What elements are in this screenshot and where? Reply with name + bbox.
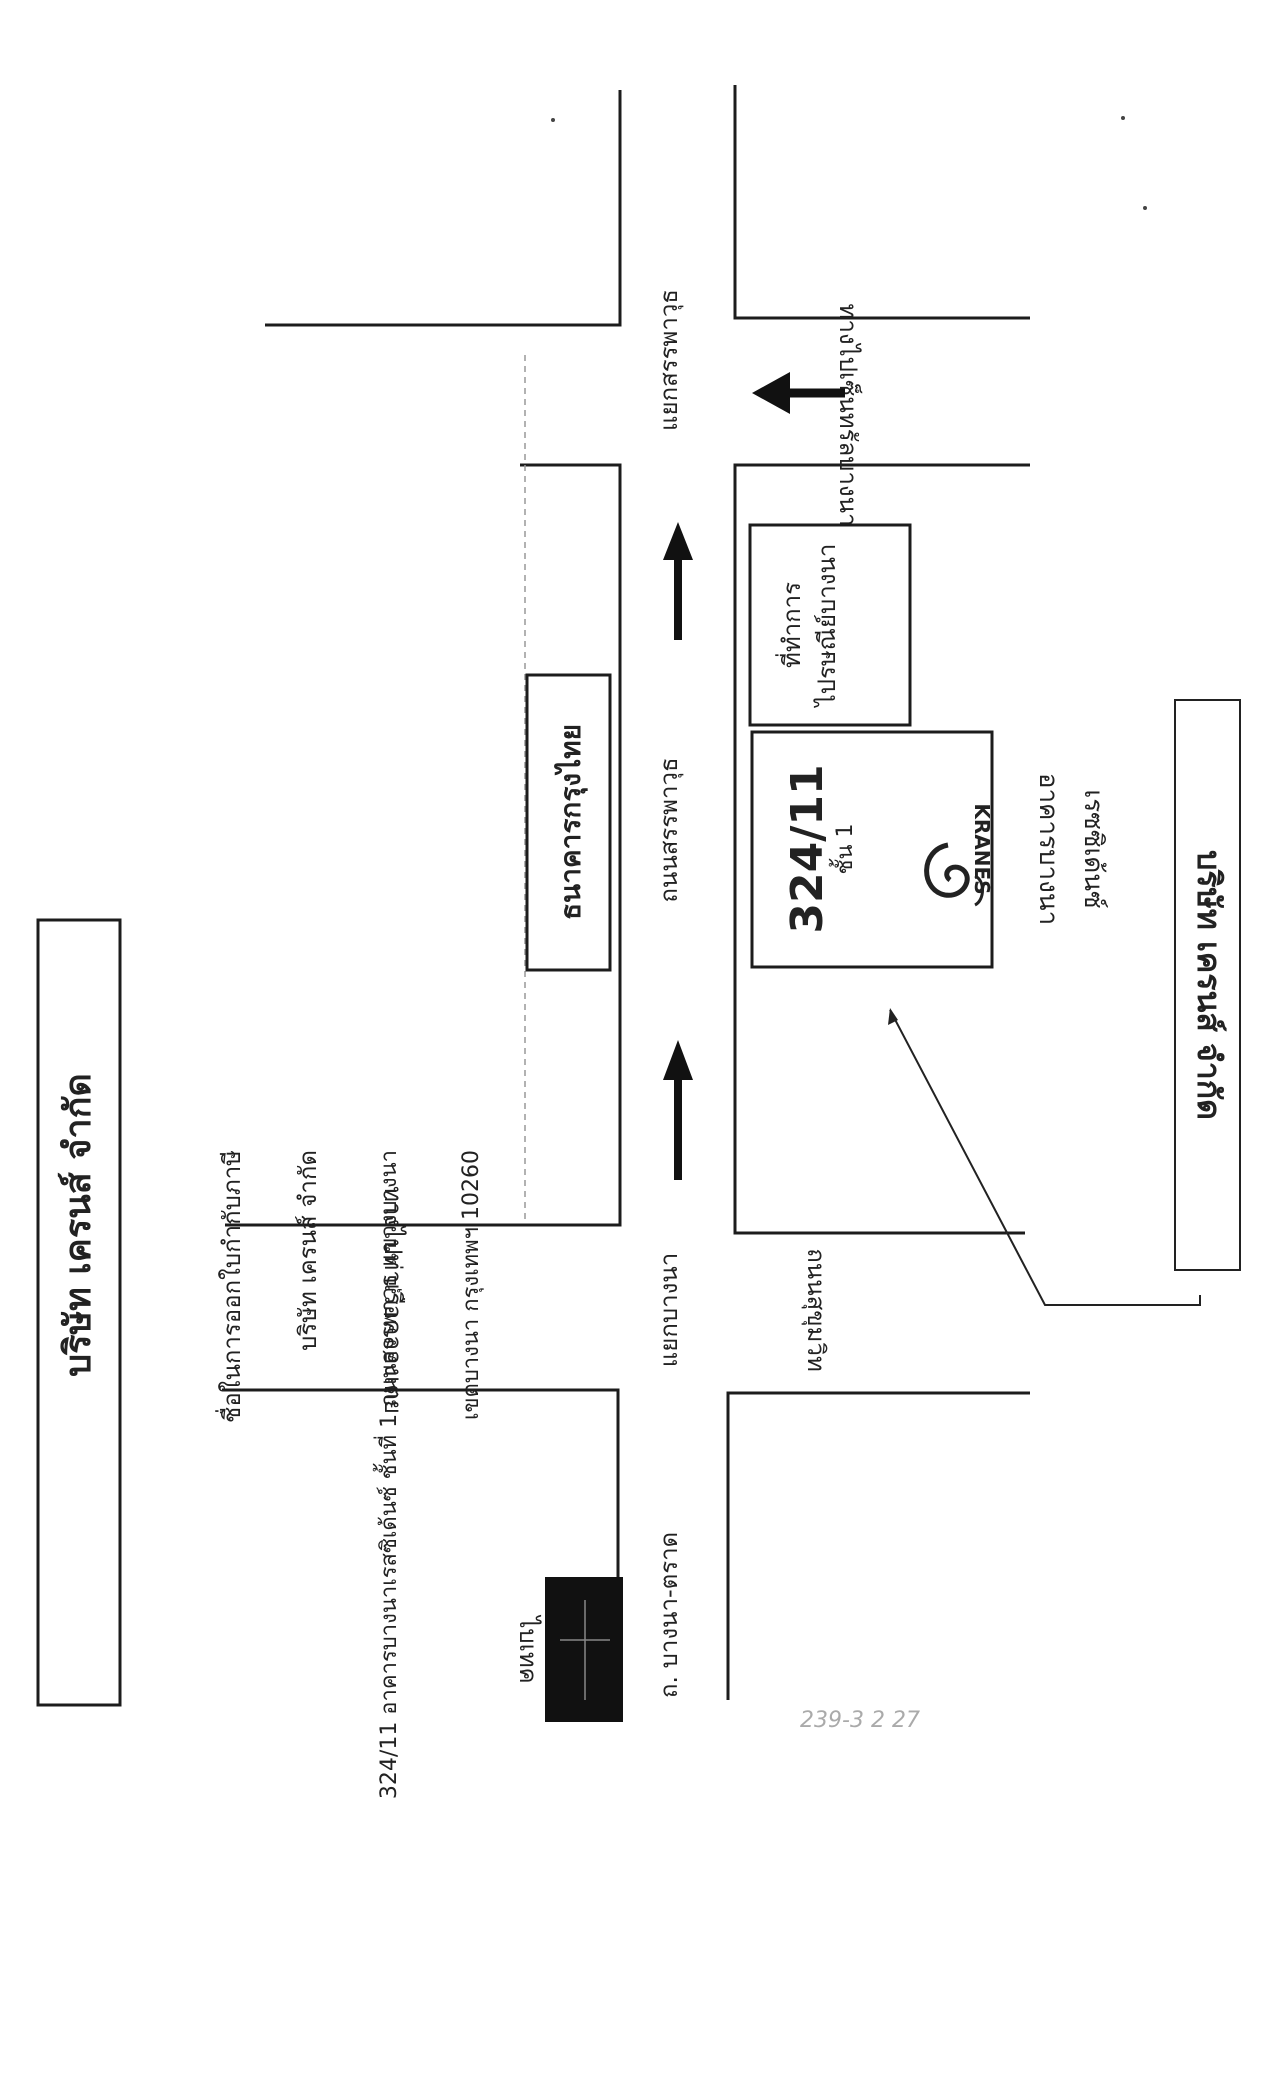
- sanphawut-road-label: ถนนสรรพาวุธ: [655, 757, 684, 902]
- building-line2: เรซซิเด้นซ์: [1078, 789, 1108, 908]
- building-line1: อาคารบางนา: [1033, 773, 1063, 925]
- company-sign-box: [1174, 699, 1241, 1271]
- block-top-left: [265, 90, 622, 327]
- arrow-up-icon: [663, 522, 693, 640]
- bangna-junction-label: แยกบางนา: [655, 1253, 683, 1367]
- handwritten-note: 239-3 2 27: [800, 1708, 920, 1733]
- block-top-right: [733, 85, 1030, 320]
- sukhumvit-label: ถนนสุขุมวิท: [801, 1248, 830, 1372]
- tax-invoice-address-line1: 324/11 อาคารบางนาเรสซิเด้นซ์ ชั้นที่ 1 ถ…: [373, 1150, 402, 1799]
- bitec-building: [545, 1577, 623, 1722]
- pointer-line: [889, 1009, 1201, 1306]
- bank-box: [525, 673, 612, 972]
- central-bangna-label: ทางไปเซ็นทรัลบางนา: [834, 304, 863, 527]
- company-sign-label: บริษัท เครนส์ จำกัด: [1190, 850, 1228, 1120]
- road-network: [222, 85, 1030, 1708]
- logo-text: KRANES: [970, 803, 994, 894]
- company-title: บริษัท เครนส์ จำกัด: [57, 1073, 99, 1377]
- tax-invoice-heading: ชื่อในการออกใบกำกับภาษี: [215, 1150, 246, 1423]
- post-office-box: [748, 523, 912, 727]
- office-floor: ชั้น 1: [829, 824, 858, 875]
- tax-invoice-company: บริษัท เครนส์ จำกัด: [294, 1150, 322, 1351]
- kranes-office-box: [750, 730, 994, 969]
- bangna-trat-label: ถ. บางนา-ตราด: [655, 1532, 683, 1698]
- post-office-line1: ที่ทำการ: [775, 582, 806, 668]
- pointer-arrowhead: [888, 1008, 898, 1025]
- block-bottom-right: [726, 1391, 1030, 1700]
- tax-invoice-address-line2: เขตบางนา กรุงเทพฯ 10260: [459, 1150, 484, 1420]
- bitec-texture: [560, 1600, 610, 1700]
- company-title-box: [36, 918, 122, 1707]
- sanphawut-junction-label: แยกสรรพาวุธ: [655, 289, 684, 431]
- block-middle-left: [225, 463, 622, 1227]
- post-office-line2: ไปรษณีย์บางนา: [813, 544, 841, 709]
- office-number: 324/11: [782, 764, 833, 933]
- tax-invoice-block: ชื่อในการออกใบกำกับภาษี บริษัท เครนส์ จำ…: [215, 1150, 484, 1799]
- khlong-toei-port-label: ทางไปท่าเรือคลองเตย: [379, 1186, 407, 1414]
- arrow-up-icon: [663, 1040, 693, 1180]
- bitec-label: ไบเทค: [514, 1614, 542, 1683]
- arrow-left-icon: [752, 372, 845, 414]
- kranes-swan-logo: [924, 842, 984, 907]
- block-middle-right: [733, 463, 1030, 1235]
- bank-label: ธนาคารกรุงไทย: [554, 724, 588, 920]
